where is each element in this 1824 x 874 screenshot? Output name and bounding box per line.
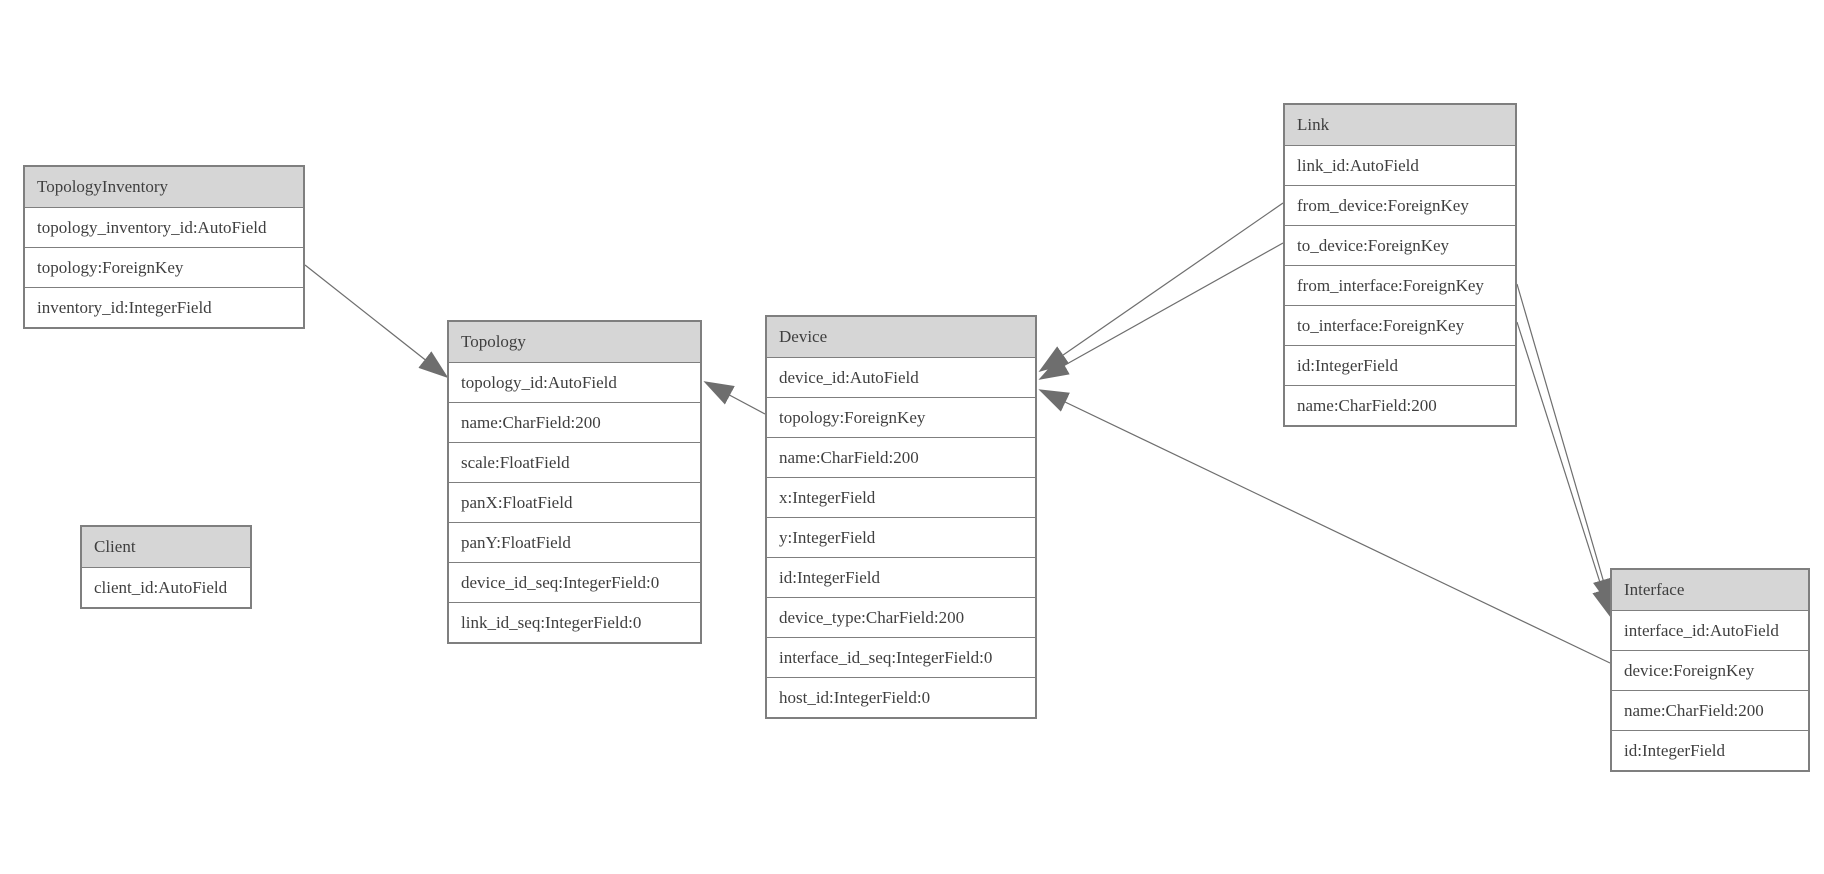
entity-title-interface: Interface bbox=[1612, 570, 1808, 610]
entity-client[interactable]: Client client_id:AutoField bbox=[80, 525, 252, 609]
entity-field[interactable]: x:IntegerField bbox=[767, 477, 1035, 517]
entity-field[interactable]: link_id_seq:IntegerField:0 bbox=[449, 602, 700, 642]
entity-field[interactable]: name:CharField:200 bbox=[449, 402, 700, 442]
entity-field[interactable]: from_device:ForeignKey bbox=[1285, 185, 1515, 225]
edge-link-from-interface-to-interface bbox=[1516, 283, 1614, 609]
entity-field[interactable]: host_id:IntegerField:0 bbox=[767, 677, 1035, 717]
entity-field[interactable]: device:ForeignKey bbox=[1612, 650, 1808, 690]
edge-link-to-interface-to-interface bbox=[1516, 321, 1613, 619]
entity-field[interactable]: link_id:AutoField bbox=[1285, 145, 1515, 185]
entity-fields-client: client_id:AutoField bbox=[82, 567, 250, 607]
entity-field[interactable]: device_id:AutoField bbox=[767, 357, 1035, 397]
entity-field[interactable]: topology:ForeignKey bbox=[767, 397, 1035, 437]
entity-field[interactable]: topology_id:AutoField bbox=[449, 362, 700, 402]
entity-field[interactable]: name:CharField:200 bbox=[1612, 690, 1808, 730]
entity-field[interactable]: inventory_id:IntegerField bbox=[25, 287, 303, 327]
entity-field[interactable]: name:CharField:200 bbox=[1285, 385, 1515, 425]
entity-field[interactable]: scale:FloatField bbox=[449, 442, 700, 482]
entity-field[interactable]: interface_id_seq:IntegerField:0 bbox=[767, 637, 1035, 677]
entity-title-link: Link bbox=[1285, 105, 1515, 145]
entity-field[interactable]: to_device:ForeignKey bbox=[1285, 225, 1515, 265]
entity-title-device: Device bbox=[767, 317, 1035, 357]
entity-topology-inventory[interactable]: TopologyInventory topology_inventory_id:… bbox=[23, 165, 305, 329]
entity-field[interactable]: name:CharField:200 bbox=[767, 437, 1035, 477]
entity-field[interactable]: interface_id:AutoField bbox=[1612, 610, 1808, 650]
entity-field[interactable]: from_interface:ForeignKey bbox=[1285, 265, 1515, 305]
entity-field[interactable]: id:IntegerField bbox=[767, 557, 1035, 597]
entity-field[interactable]: topology:ForeignKey bbox=[25, 247, 303, 287]
entity-field[interactable]: id:IntegerField bbox=[1285, 345, 1515, 385]
entity-title-client: Client bbox=[82, 527, 250, 567]
edge-device-topology-to-topology bbox=[703, 381, 766, 415]
edge-topologyinventory-topology-to-topology bbox=[304, 264, 449, 379]
edge-interface-device-to-device bbox=[1038, 389, 1611, 664]
entity-field[interactable]: topology_inventory_id:AutoField bbox=[25, 207, 303, 247]
entity-field[interactable]: device_id_seq:IntegerField:0 bbox=[449, 562, 700, 602]
edge-link-from-device-to-device bbox=[1038, 202, 1284, 373]
entity-field[interactable]: y:IntegerField bbox=[767, 517, 1035, 557]
entity-title-topology-inventory: TopologyInventory bbox=[25, 167, 303, 207]
entity-field[interactable]: device_type:CharField:200 bbox=[767, 597, 1035, 637]
edge-link-to-device-to-device bbox=[1038, 242, 1284, 380]
entity-field[interactable]: panX:FloatField bbox=[449, 482, 700, 522]
entity-field[interactable]: id:IntegerField bbox=[1612, 730, 1808, 770]
entity-field[interactable]: client_id:AutoField bbox=[82, 567, 250, 607]
entity-field[interactable]: panY:FloatField bbox=[449, 522, 700, 562]
entity-field[interactable]: to_interface:ForeignKey bbox=[1285, 305, 1515, 345]
entity-title-topology: Topology bbox=[449, 322, 700, 362]
